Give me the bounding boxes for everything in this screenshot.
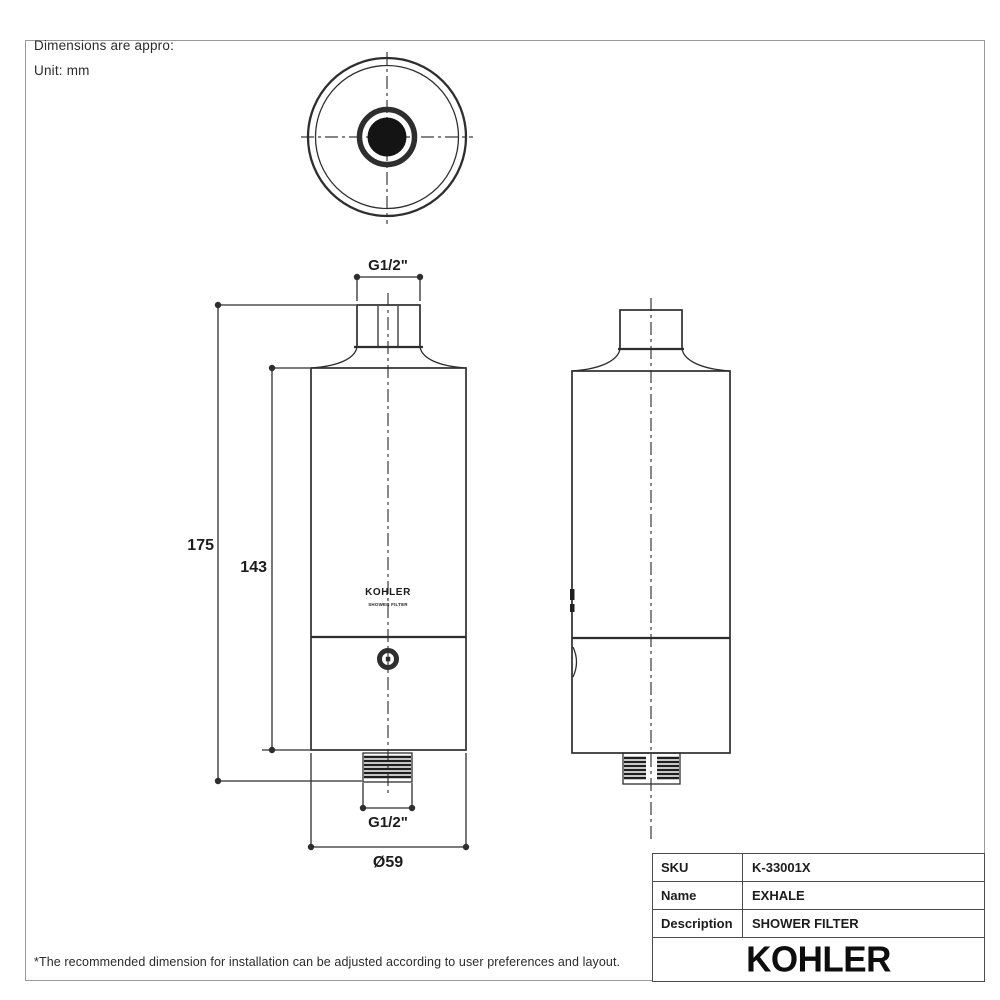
top-view-inlet-bore [367,117,407,157]
title-block: SKU K-33001X Name EXHALE Description SHO… [652,853,985,982]
top-view [301,52,473,224]
front-outlet-connector [362,752,413,783]
description-label: Description [653,910,743,937]
drawing-border [25,40,985,981]
table-row: Description SHOWER FILTER [653,910,984,938]
dim-label-diameter: Ø59 [373,854,403,871]
footnote: *The recommended dimension for installat… [34,955,621,969]
front-button-ring [377,648,399,670]
front-view: KOHLER SHOWER FILTER [310,293,467,795]
dim-label-overall-height: 175 [187,537,214,554]
top-view-outer-circle [306,56,468,218]
side-outlet-connector [622,752,681,785]
front-shoulder-flare-left [310,346,358,369]
note-dimensions: Dimensions are appro: [34,38,175,53]
name-label: Name [653,882,743,909]
sku-value: K-33001X [752,860,811,875]
table-row: Name EXHALE [653,882,984,910]
note-unit: Unit: mm [34,63,90,78]
front-shoulder-flare-right [419,346,467,369]
side-label-edge-mark-1 [570,589,575,600]
front-body-brand-text: KOHLER [365,587,411,598]
front-outlet-threads [364,755,411,779]
top-view-inlet-ring [356,106,418,168]
side-label-edge-mark-2 [570,604,575,612]
side-shoulder-flare-right [681,348,731,372]
top-view-rim-circle [314,64,460,210]
dim-label-top-thread: G1/2" [368,257,408,274]
kohler-logo: KOHLER [746,938,891,980]
front-body [310,367,467,751]
side-shoulder-flare-left [571,348,621,372]
front-dimensions: G1/2" 175 143 G1/2" Ø59 [187,257,470,871]
sku-label: SKU [653,854,743,881]
front-body-brand-subtext: SHOWER FILTER [368,602,408,607]
dim-label-bottom-thread: G1/2" [368,814,408,831]
front-button-glyph [385,656,391,662]
side-button-edge-profile [572,646,578,678]
side-outlet-threads [624,756,679,780]
drawing-note: Dimensions are appro: Unit: mm [34,33,174,83]
description-value: SHOWER FILTER [752,916,859,931]
table-row: SKU K-33001X [653,854,984,882]
dim-label-body-height: 143 [240,559,267,576]
side-view [570,298,731,843]
name-value: EXHALE [752,888,805,903]
